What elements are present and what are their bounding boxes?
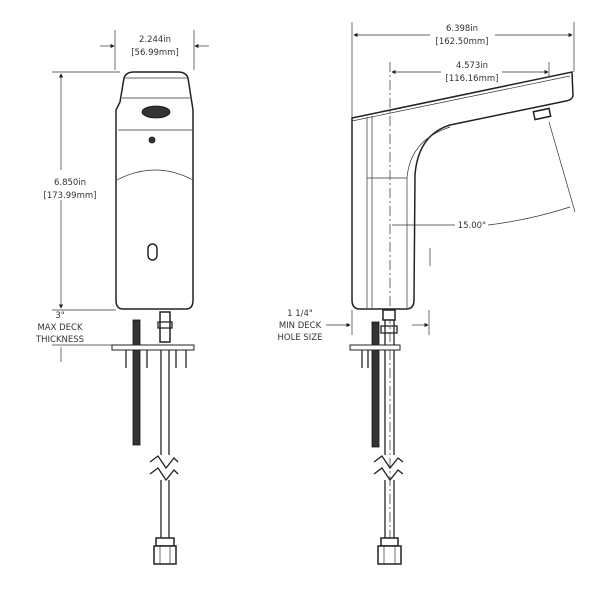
braided-hose [132, 319, 141, 446]
overall-length-mm: [162.50mm] [436, 37, 489, 47]
hole-size-label: 1 1/4" MIN DECK HOLE SIZE [278, 309, 430, 343]
deck-plate [349, 344, 401, 351]
sensor-oval [147, 243, 158, 261]
hose-nut [377, 545, 402, 565]
side-supply-hoses [349, 309, 404, 565]
front-width-dimension: 2.244in [56.99mm] [100, 30, 209, 70]
front-view: 2.244in [56.99mm] 6.850in [173.99mm] 3" … [35, 30, 209, 565]
break-symbol [149, 455, 179, 470]
svg-text:3": 3" [55, 311, 64, 321]
svg-text:HOLE SIZE: HOLE SIZE [278, 333, 323, 343]
svg-text:1 1/4": 1 1/4" [287, 309, 313, 319]
overall-length-dimension: 6.398in [162.50mm] [351, 22, 575, 120]
front-supply-hoses [111, 311, 195, 565]
front-height-mm: [173.99mm] [44, 191, 97, 201]
hose-nut [153, 545, 177, 565]
sensor-window [141, 105, 171, 119]
deck-plate [111, 344, 195, 351]
side-view: 6.398in [162.50mm] 4.573in [116.16mm] 15… [278, 22, 576, 565]
aerator [532, 107, 552, 121]
front-width-mm: [56.99mm] [131, 48, 179, 58]
svg-text:MAX DECK: MAX DECK [37, 323, 83, 333]
overall-length-in: 6.398in [446, 24, 478, 34]
front-height-in: 6.850in [54, 178, 86, 188]
front-faucet-body [115, 71, 194, 310]
spray-angle: 15.00° [458, 221, 487, 231]
indicator-light [148, 136, 156, 144]
braided-hose [371, 321, 380, 448]
svg-text:MIN DECK: MIN DECK [279, 321, 322, 331]
front-height-dimension: 6.850in [173.99mm] [44, 71, 120, 311]
reach-mm: [116.16mm] [446, 74, 499, 84]
reach-dimension: 4.573in [116.16mm] [391, 61, 550, 84]
reach-in: 4.573in [456, 61, 488, 71]
break-symbol [373, 455, 404, 470]
deck-thickness-label: 3" MAX DECK THICKNESS [35, 311, 115, 362]
spray-angle-dimension: 15.00° [392, 121, 576, 231]
svg-text:THICKNESS: THICKNESS [35, 335, 84, 345]
front-width-in: 2.244in [139, 35, 171, 45]
